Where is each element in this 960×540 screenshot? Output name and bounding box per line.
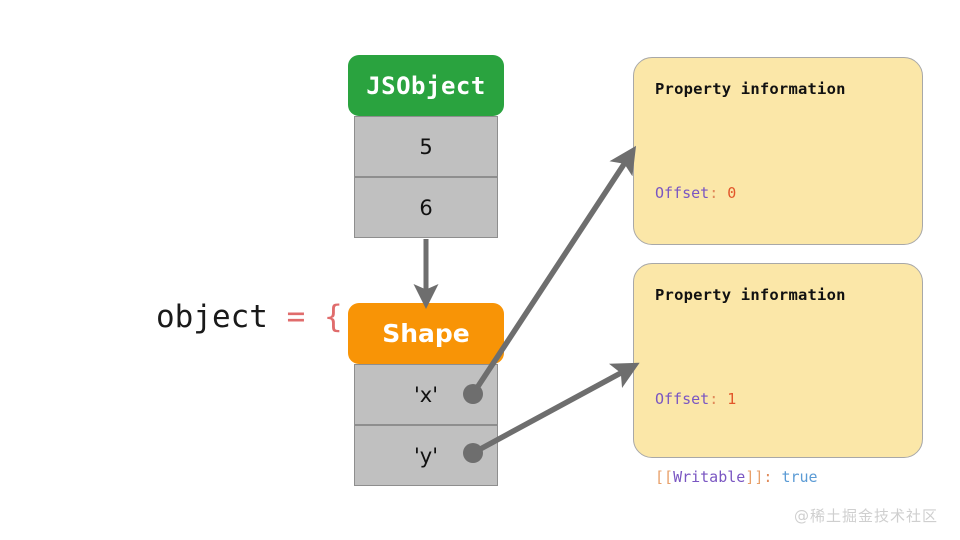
property-offset-line: Offset: 0: [655, 180, 854, 206]
colon-separator: :: [709, 390, 728, 408]
colon-separator: :: [763, 468, 782, 486]
property-offset-value: 1: [727, 390, 737, 408]
property-information-box-1: Property information Offset: 1 [[Writabl…: [633, 263, 923, 486]
shape-header: Shape: [348, 303, 504, 364]
property-offset-key: Offset: [655, 390, 710, 408]
property-box-title: Property information: [655, 286, 846, 304]
jsobject-slot-value: 6: [419, 195, 433, 220]
property-information-box-0: Property information Offset: 0 [[Writabl…: [633, 57, 923, 436]
code-snippet: object = { x: 5, y: 6, };: [44, 118, 343, 540]
property-box-lines: Offset: 1 [[Writable]]: true [[Enumerabl…: [655, 334, 854, 540]
property-offset-key: Offset: [655, 184, 710, 202]
bracket-open-icon: [[: [655, 468, 674, 486]
jsobject-slot-value: 5: [419, 134, 433, 159]
property-attribute-line: [[Writable]]: true: [655, 464, 854, 490]
colon-separator: :: [709, 184, 728, 202]
property-offset-value: 0: [727, 184, 737, 202]
code-token: =: [286, 299, 324, 335]
jsobject-slot-0: 5: [354, 116, 498, 177]
property-offset-line: Offset: 1: [655, 386, 854, 412]
code-line: object = {: [44, 232, 343, 403]
shape-slot-value: 'x': [414, 382, 438, 407]
jsobject-header-label: JSObject: [366, 71, 486, 100]
code-token: {: [323, 299, 343, 335]
bracket-close-icon: ]]: [745, 468, 764, 486]
shape-header-label: Shape: [382, 319, 470, 348]
jsobject-header: JSObject: [348, 55, 504, 116]
shape-slot-1: 'y': [354, 425, 498, 486]
property-box-title: Property information: [655, 80, 846, 98]
shape-slot-0: 'x': [354, 364, 498, 425]
property-attribute-name: Writable: [673, 468, 746, 486]
shape-slot-value: 'y': [414, 443, 438, 468]
jsobject-slot-1: 6: [354, 177, 498, 238]
property-attribute-value: true: [781, 468, 818, 486]
code-token: object: [155, 299, 287, 335]
watermark: @稀土掘金技术社区: [793, 507, 938, 525]
code-line: x: 5,: [44, 517, 343, 540]
